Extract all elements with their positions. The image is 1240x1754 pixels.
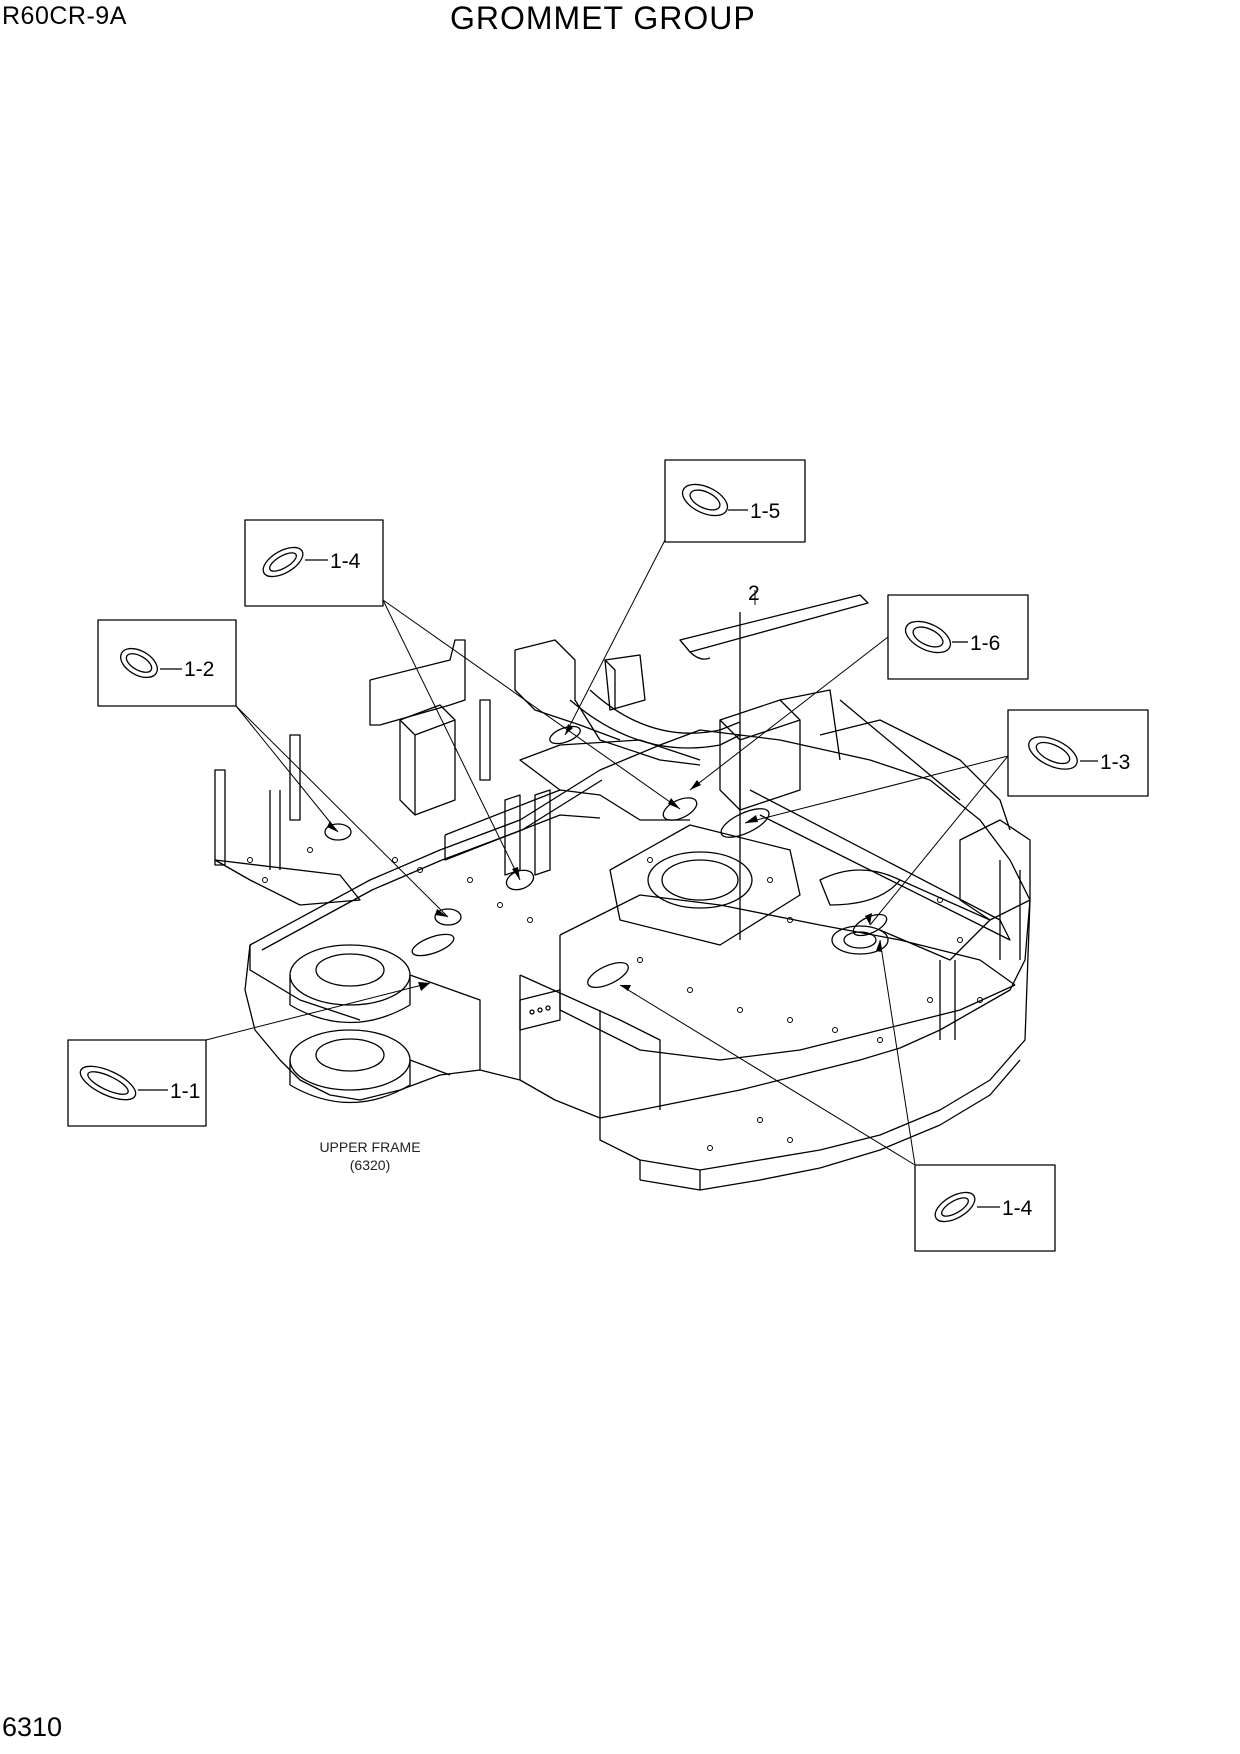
callout-box-1-5: [664, 459, 806, 543]
grommet-icon: [120, 647, 158, 679]
part-2-strip: [679, 594, 869, 940]
leader-arrowheads: [327, 724, 882, 991]
page-title: GROMMET GROUP: [450, 0, 756, 36]
model-number: R60CR-9A: [2, 2, 127, 30]
part-2-label: 2: [748, 582, 760, 605]
callout-label-1-2: 1-2: [184, 658, 214, 681]
callout-box-1-3: [1007, 709, 1149, 797]
upper-frame-label-line1: UPPER FRAME: [319, 1139, 420, 1155]
grommet-icon: [681, 483, 729, 517]
upper-frame-drawing: [214, 639, 1031, 1191]
callout-label-1-6: 1-6: [970, 632, 1000, 655]
callout-label-1-4a: 1-4: [330, 550, 361, 573]
grommet-icon: [79, 1065, 137, 1101]
grommet-icon: [1028, 736, 1078, 770]
callout-box-1-1: [67, 1039, 207, 1127]
leader-lines: [205, 539, 1009, 1166]
upper-frame-label-line2: (6320): [350, 1157, 390, 1173]
callout-box-1-4b: [914, 1164, 1056, 1252]
callout-labels: 1-1 1-2 1-3 1-4 1-4 1-5 1-6 2: [170, 500, 1130, 1220]
callout-box-1-6: [887, 594, 1029, 680]
callout-label-1-5: 1-5: [750, 500, 780, 523]
callout-box-1-2: [97, 619, 237, 707]
page-number: 6310: [2, 1712, 63, 1742]
grommet-icon: [262, 546, 304, 578]
callout-label-1-1: 1-1: [170, 1080, 200, 1103]
callout-box-1-4a: [244, 519, 384, 607]
callout-label-1-3: 1-3: [1100, 751, 1130, 774]
callout-ticks: [138, 509, 1098, 1208]
grommet-icon: [904, 620, 952, 654]
callout-label-1-4b: 1-4: [1002, 1197, 1033, 1220]
grommet-icon: [934, 1191, 976, 1223]
upper-frame-label: UPPER FRAME (6320): [319, 1139, 420, 1173]
